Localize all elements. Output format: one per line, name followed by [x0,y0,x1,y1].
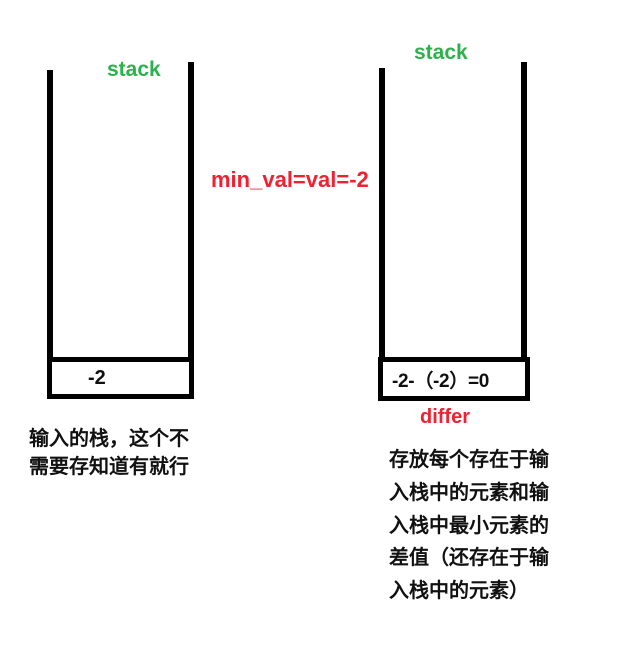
right-stack-caption-line-1: 存放每个存在于输 [389,449,549,471]
right-stack-left-wall [379,68,385,362]
left-stack-label: stack [107,58,161,81]
right-stack-caption-line-2: 入栈中的元素和输 [389,481,549,504]
left-stack-caption: 输入的栈，这个不 需要存知道有就行 [29,426,189,481]
left-stack-cell-value: -2 [88,366,106,389]
left-stack-right-wall [188,62,194,362]
right-stack-caption: 存放每个存在于输 入栈中的元素和输 入栈中最小元素的 差值（还存在于输 入栈中的… [389,444,549,608]
differ-label: differ [420,406,470,428]
left-stack-cell: -2 [47,357,194,399]
min-val-annotation: min_val=val=-2 [211,167,369,192]
right-stack-caption-line-3: 入栈中最小元素的 [389,514,549,537]
left-stack-caption-line-2: 需要存知道有就行 [29,455,189,478]
left-stack-left-wall [47,70,53,362]
right-stack-caption-line-5: 入栈中的元素） [389,580,529,603]
right-stack-label: stack [414,41,468,64]
right-stack-right-wall [521,62,527,362]
right-stack-cell: -2-（-2）=0 [378,357,530,401]
right-stack-caption-line-4: 差值（还存在于输 [389,547,549,570]
right-stack-cell-value: -2-（-2）=0 [392,370,490,392]
left-stack-caption-line-1: 输入的栈，这个不 [29,428,189,450]
